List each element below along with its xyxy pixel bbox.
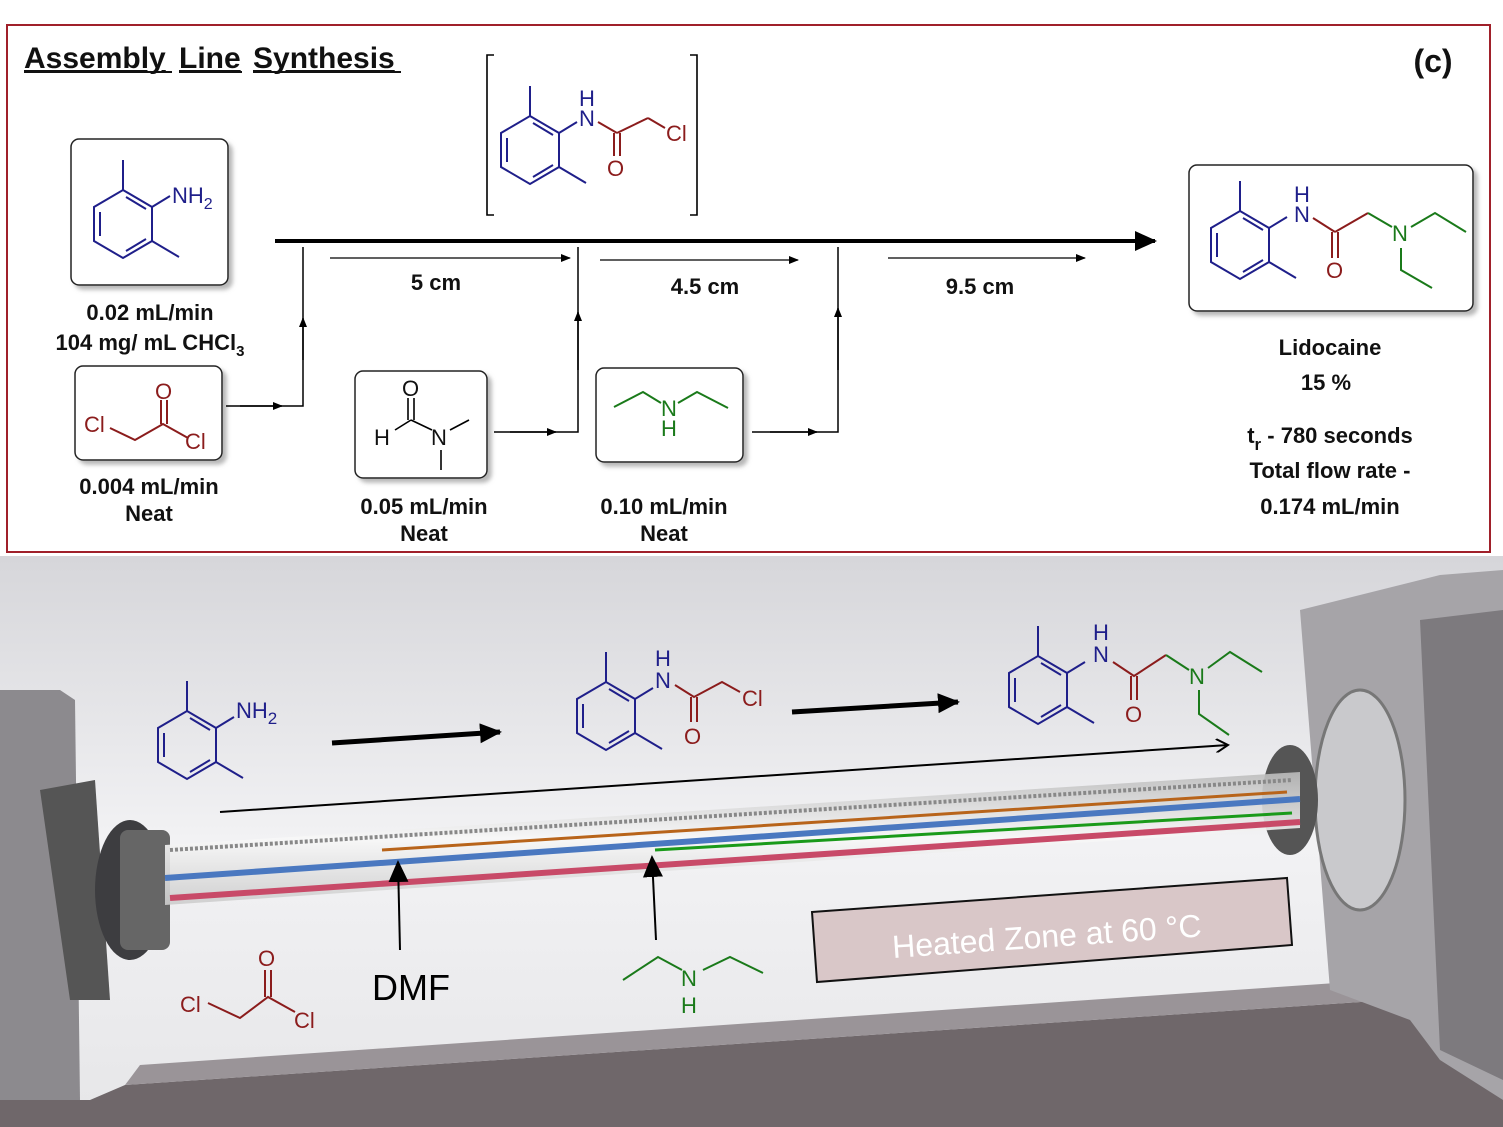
flow-direction-arrow	[219, 745, 1228, 813]
reagent-concentration: Neat	[640, 521, 688, 546]
reagent-dmf: O H N	[354, 370, 488, 479]
panel-label: (c)	[1413, 43, 1452, 79]
svg-text:NH2: NH2	[236, 698, 277, 728]
product-lidocaine: H N O N	[1188, 164, 1474, 312]
reactor-intermediate: H N O Cl	[576, 646, 763, 751]
reagent-concentration: Neat	[125, 501, 173, 526]
svg-text:N: N	[579, 106, 595, 131]
dmf-inlet-arrow	[388, 860, 409, 951]
product-name: Lidocaine	[1279, 335, 1382, 360]
svg-text:O: O	[1326, 258, 1343, 283]
reagent-flow: 0.02 mL/min	[86, 300, 213, 325]
reagent-concentration: 104 mg/ mL CHCl3	[56, 330, 245, 360]
svg-text:H: H	[655, 646, 671, 671]
svg-text:H: H	[681, 993, 697, 1018]
reactor-render	[0, 556, 1503, 1127]
reagent-concentration: Neat	[400, 521, 448, 546]
title: Assembly Line Synthesis	[24, 42, 395, 75]
svg-text:Cl: Cl	[666, 121, 687, 146]
svg-text:H: H	[579, 86, 595, 111]
residence-time: tr - 780 seconds	[1247, 423, 1413, 454]
svg-text:Cl: Cl	[180, 992, 201, 1017]
svg-text:O: O	[607, 156, 624, 181]
svg-text:N: N	[431, 425, 447, 450]
reactor-chloroacetyl-chloride: O Cl Cl	[180, 946, 315, 1033]
svg-text:H: H	[1294, 182, 1310, 207]
reagent-flow: 0.004 mL/min	[79, 474, 218, 499]
svg-text:Cl: Cl	[185, 429, 206, 454]
reagent-dimethylaniline: NH2	[70, 138, 229, 286]
amine-inlet-arrow	[642, 855, 663, 941]
svg-text:N: N	[1189, 664, 1205, 689]
svg-text:N: N	[1294, 202, 1310, 227]
dmf-label: DMF	[372, 967, 450, 1008]
reaction-arrow	[331, 723, 502, 746]
title-word: Line	[179, 42, 241, 75]
reagent-chloroacetyl-chloride: Cl O Cl	[74, 365, 223, 461]
total-flow-value: 0.174 mL/min	[1260, 494, 1399, 519]
reactor-aniline: NH2	[157, 680, 277, 780]
reagent-diethylamine: N H	[595, 367, 744, 463]
svg-text:H: H	[374, 425, 390, 450]
svg-text:N: N	[1093, 642, 1109, 667]
svg-text:N: N	[681, 966, 697, 991]
svg-text:Cl: Cl	[84, 412, 105, 437]
distance-label: 9.5 cm	[946, 274, 1015, 299]
heated-zone-label-box: Heated Zone at 60 °C	[810, 876, 1294, 984]
flow-arrows	[226, 231, 1157, 436]
svg-text:N: N	[655, 668, 671, 693]
total-flow-label: Total flow rate -	[1250, 458, 1411, 483]
svg-text:H: H	[1093, 620, 1109, 645]
reactor-diethylamine: N H	[622, 955, 764, 1018]
svg-text:H: H	[661, 416, 677, 441]
reaction-arrow	[791, 693, 960, 715]
svg-text:O: O	[1125, 702, 1142, 727]
product-yield: 15 %	[1301, 370, 1351, 395]
distance-label: 4.5 cm	[671, 274, 740, 299]
svg-text:O: O	[155, 379, 172, 404]
svg-text:N: N	[661, 396, 677, 421]
svg-text:Cl: Cl	[742, 686, 763, 711]
svg-text:NH2: NH2	[172, 183, 213, 213]
svg-text:O: O	[684, 724, 701, 749]
svg-text:O: O	[258, 946, 275, 971]
reagent-flow: 0.10 mL/min	[600, 494, 727, 519]
intermediate-chloroacetamide: H N O Cl	[486, 54, 698, 216]
reactor-lidocaine: H N O N	[1008, 620, 1263, 736]
title-word: Synthesis	[253, 42, 395, 75]
svg-text:O: O	[402, 376, 419, 401]
svg-text:N: N	[1392, 221, 1408, 246]
reagent-flow: 0.05 mL/min	[360, 494, 487, 519]
title-word: Assembly	[24, 42, 166, 75]
distance-label: 5 cm	[411, 270, 461, 295]
svg-text:Cl: Cl	[294, 1008, 315, 1033]
